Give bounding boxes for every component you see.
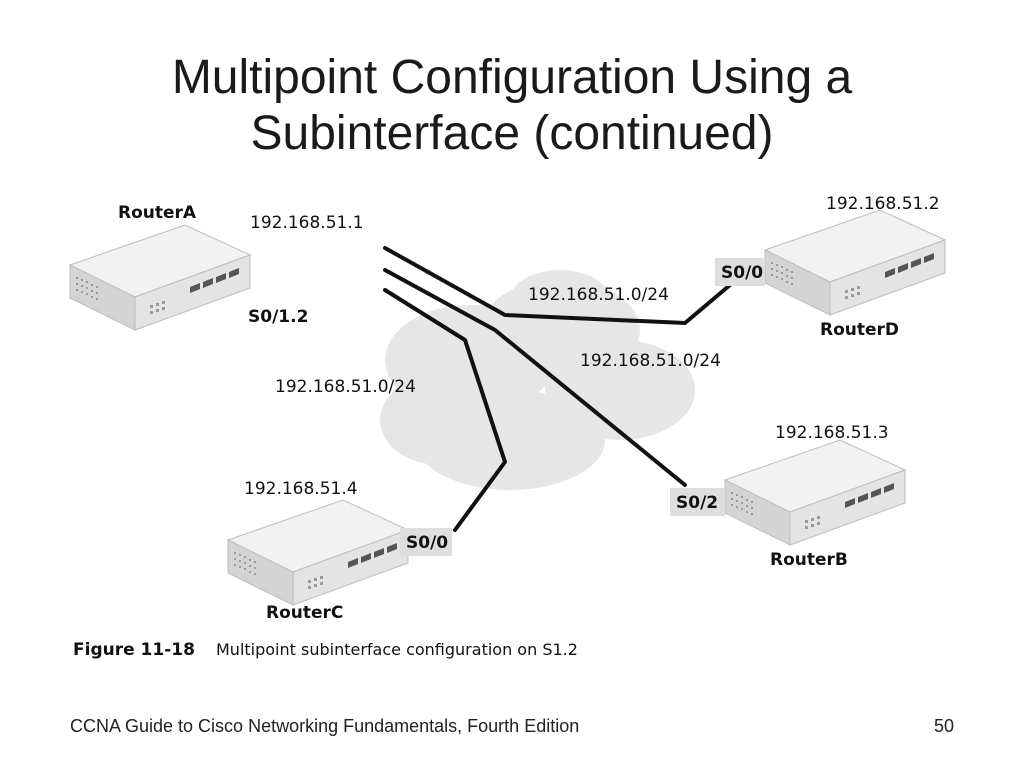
slide-title-line-1: Multipoint Configuration Using a bbox=[171, 51, 853, 104]
figure-caption: Multipoint subinterface configuration on… bbox=[216, 640, 578, 659]
router-b-name: RouterB bbox=[770, 550, 848, 570]
router-c bbox=[227, 499, 409, 606]
router-d-ip: 192.168.51.2 bbox=[826, 194, 940, 214]
router-a-ip: 192.168.51.1 bbox=[250, 213, 364, 233]
footer-page-number: 50 bbox=[933, 716, 954, 736]
link-a-to-c-subnet: 192.168.51.0/24 bbox=[275, 377, 416, 397]
router-b bbox=[724, 439, 906, 546]
router-b-ip: 192.168.51.3 bbox=[775, 423, 889, 443]
link-a-to-d-subnet: 192.168.51.0/24 bbox=[528, 285, 669, 305]
router-b-interface-badge bbox=[670, 488, 725, 516]
link-a-to-b-subnet: 192.168.51.0/24 bbox=[580, 351, 721, 371]
links bbox=[383, 246, 732, 532]
footer-book-title: CCNA Guide to Cisco Networking Fundament… bbox=[70, 716, 580, 736]
router-c-interface: S0/0 bbox=[406, 533, 448, 553]
router-c-ip: 192.168.51.4 bbox=[244, 479, 358, 499]
router-a-name: RouterA bbox=[118, 203, 197, 223]
figure-number: Figure 11-18 bbox=[73, 640, 195, 660]
slide-title-line-2: Subinterface (continued) bbox=[250, 107, 774, 160]
link-a-to-b bbox=[383, 268, 687, 487]
router-b-interface: S0/2 bbox=[676, 493, 718, 513]
link-a-to-c bbox=[383, 288, 507, 532]
router-a-interface: S0/1.2 bbox=[248, 307, 308, 327]
link-a-to-d bbox=[383, 246, 732, 325]
slide-title: Multipoint Configuration Using a Subinte… bbox=[0, 50, 1024, 162]
router-a bbox=[69, 224, 251, 331]
router-d-name: RouterD bbox=[820, 320, 899, 340]
router-c-interface-badge bbox=[400, 528, 452, 556]
router-c-name: RouterC bbox=[266, 603, 343, 623]
router-d-interface: S0/0 bbox=[721, 263, 763, 283]
router-d bbox=[764, 209, 946, 316]
router-d-interface-badge bbox=[715, 258, 765, 286]
